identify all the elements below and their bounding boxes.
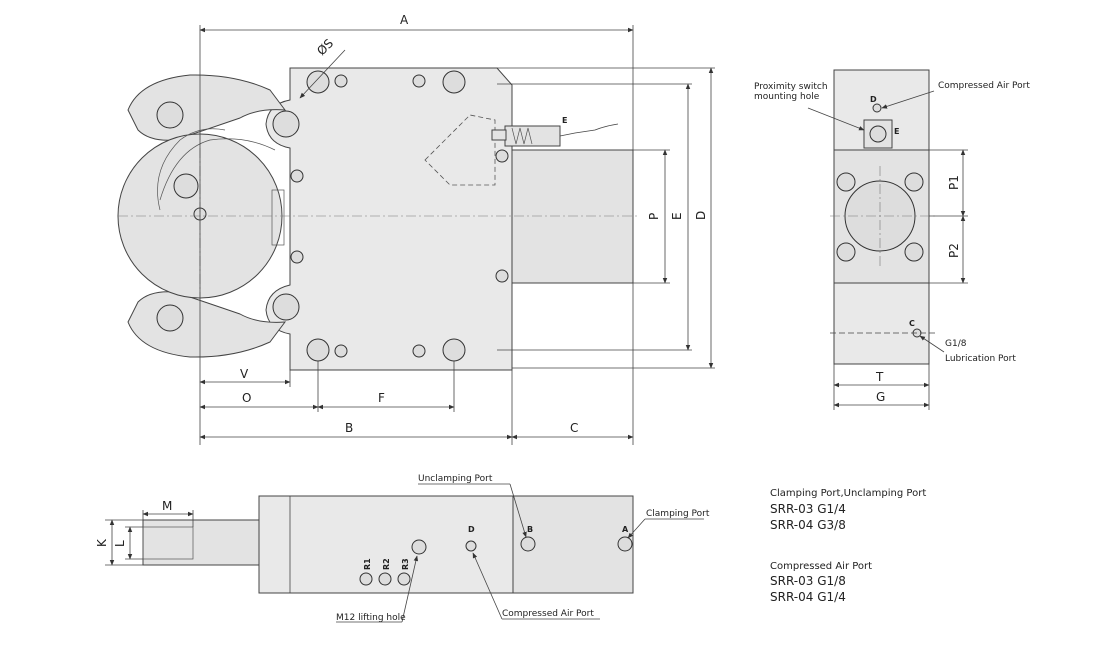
body-hole xyxy=(412,344,426,358)
body-hole xyxy=(334,74,348,88)
lifting-hole xyxy=(411,539,427,555)
dim-b: B xyxy=(345,421,353,435)
bottom-port-a xyxy=(617,536,633,552)
body-hole xyxy=(272,293,300,321)
body-hole xyxy=(306,70,330,94)
air-spec-row-1: SRR-03 G1/8 xyxy=(770,574,846,588)
lower-pivot-hole xyxy=(156,304,184,332)
front-view xyxy=(117,67,640,371)
unclamping-label: Unclamping Port xyxy=(418,474,493,484)
body-hole xyxy=(290,169,304,183)
clamping-spec-row-2: SRR-04 G3/8 xyxy=(770,518,846,532)
dim-f: F xyxy=(378,391,385,405)
upper-jaw xyxy=(127,74,287,141)
side-hole xyxy=(904,172,924,192)
port-b-bottom: B xyxy=(527,525,533,534)
switch-housing xyxy=(504,125,561,147)
upper-pivot-hole xyxy=(156,101,184,129)
bottom-dimensions: M K L D B A R1 R2 R3 Unclamping Port Cla… xyxy=(95,474,710,623)
dim-p: P xyxy=(647,213,661,220)
cylinder-body xyxy=(511,149,634,284)
port-e-side: E xyxy=(894,127,899,136)
air-spec-heading: Compressed Air Port xyxy=(770,561,872,572)
proximity-label-2: mounting hole xyxy=(754,92,820,102)
bottom-port-r3 xyxy=(397,572,411,586)
body-hole xyxy=(442,338,466,362)
port-r2: R2 xyxy=(382,558,391,570)
air-port-hole xyxy=(872,103,882,113)
air-spec-row-2: SRR-04 G1/4 xyxy=(770,590,846,604)
lower-jaw xyxy=(127,291,287,358)
bottom-arm-slot xyxy=(142,526,194,560)
port-a-bottom: A xyxy=(622,525,629,534)
compressed-air-bottom-label: Compressed Air Port xyxy=(502,609,594,619)
front-dimensions: A ØS P E D V O F B C E xyxy=(199,13,715,445)
dim-c: C xyxy=(570,421,578,435)
bottom-port-r1 xyxy=(359,572,373,586)
dim-t: T xyxy=(875,370,884,384)
switch-mount-hole xyxy=(869,125,887,143)
body-hole xyxy=(495,149,509,163)
clamping-spec-row-1: SRR-03 G1/4 xyxy=(770,502,846,516)
lubrication-label: Lubrication Port xyxy=(945,354,1016,364)
bottom-port-b xyxy=(520,536,536,552)
switch-nut xyxy=(491,129,507,141)
bottom-port-r2 xyxy=(378,572,392,586)
bottom-view xyxy=(142,495,634,594)
clamping-spec-heading: Clamping Port,Unclamping Port xyxy=(770,488,926,499)
body-hole xyxy=(334,344,348,358)
port-specs: Clamping Port,Unclamping Port SRR-03 G1/… xyxy=(770,488,926,604)
dim-p2: P2 xyxy=(947,243,961,258)
dim-v: V xyxy=(240,367,249,381)
body-hole xyxy=(495,269,509,283)
side-hole xyxy=(904,242,924,262)
body-hole xyxy=(272,110,300,138)
inner-clamp-arc-2 xyxy=(157,128,226,211)
bottom-arm xyxy=(142,519,260,566)
dim-l: L xyxy=(113,540,127,547)
dim-s: ØS xyxy=(314,36,336,58)
dim-o: O xyxy=(242,391,251,405)
side-view xyxy=(830,69,935,365)
body-hole xyxy=(306,338,330,362)
port-d-bottom: D xyxy=(468,525,475,534)
port-e-front: E xyxy=(562,116,567,125)
g18-label: G1/8 xyxy=(945,339,967,349)
side-hole xyxy=(836,242,856,262)
dim-p1: P1 xyxy=(947,175,961,190)
proximity-label-1: Proximity switch xyxy=(754,82,828,92)
switch-cable xyxy=(559,123,619,137)
compressed-air-label: Compressed Air Port xyxy=(938,81,1030,91)
body-hole xyxy=(412,74,426,88)
dim-g: G xyxy=(876,390,885,404)
guide-block xyxy=(271,189,285,246)
dim-a: A xyxy=(400,13,409,27)
port-d-side: D xyxy=(870,95,877,104)
dim-m: M xyxy=(162,499,172,513)
inner-clamp-arc xyxy=(159,138,276,201)
side-hole xyxy=(836,172,856,192)
main-body xyxy=(265,67,513,371)
clamping-label: Clamping Port xyxy=(646,509,710,519)
m12-label: M12 lifting hole xyxy=(336,613,406,623)
dim-e: E xyxy=(670,212,684,220)
internal-dashed-outline xyxy=(424,114,496,186)
dim-d: D xyxy=(694,211,708,220)
switch-spring xyxy=(511,127,533,145)
port-c-side: C xyxy=(909,319,915,328)
side-dimensions: P1 P2 T G D E C Proximity switch mountin… xyxy=(754,81,1030,410)
body-hole xyxy=(290,250,304,264)
bottom-port-d xyxy=(465,540,477,552)
arm-pivot-hole xyxy=(173,173,199,199)
port-r3: R3 xyxy=(401,558,410,570)
body-hole xyxy=(442,70,466,94)
port-r1: R1 xyxy=(363,558,372,570)
dim-k: K xyxy=(95,538,109,547)
